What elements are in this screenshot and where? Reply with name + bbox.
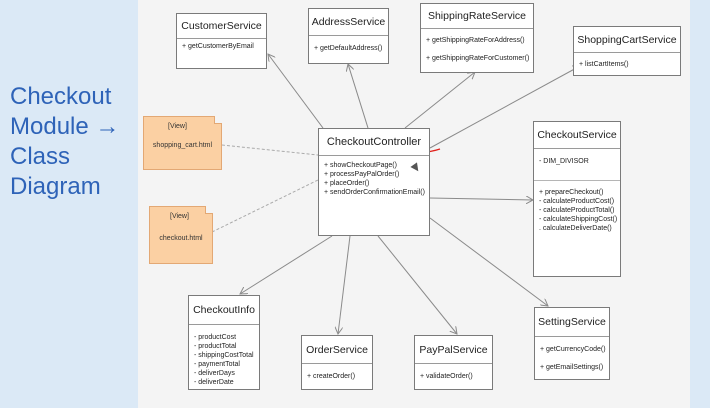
view-shopping-cart[interactable]: [View] shopping_cart.html [143, 116, 222, 170]
class-setting-service[interactable]: SettingService + getCurrencyCode() + get… [534, 307, 610, 380]
link-controller-paypal [377, 235, 457, 334]
link-view-shoppingcart [221, 144, 319, 156]
class-checkout-controller[interactable]: CheckoutController + showCheckoutPage() … [318, 128, 430, 236]
field-item: - DIM_DIVISOR [539, 158, 589, 165]
view-stereotype: [View] [168, 123, 187, 130]
field-item: - deliverDate [194, 379, 234, 386]
link-controller-address [348, 64, 369, 129]
class-name: ShoppingCartService [574, 27, 680, 53]
class-customer-service[interactable]: CustomerService + getCustomerByEmail [176, 13, 267, 69]
method-item: - calculateShippingCost() [539, 216, 618, 223]
link-controller-checkoutservice [429, 198, 533, 200]
link-controller-shippingrate [404, 72, 475, 129]
class-name: OrderService [302, 336, 372, 364]
class-paypal-service[interactable]: PayPalService + validateOrder() [414, 335, 493, 390]
method-item: + getEmailSettings() [540, 364, 604, 371]
method-item: + showCheckoutPage() [324, 162, 397, 169]
method-item: . calculateDeliverDate() [539, 225, 612, 232]
field-item: - paymentTotal [194, 361, 240, 368]
view-name: checkout.html [159, 235, 203, 242]
class-name: AddressService [309, 9, 388, 36]
method-item: + validateOrder() [420, 373, 473, 380]
method-item: + sendOrderConfirmationEmail() [324, 189, 425, 196]
right-edge-strip [690, 0, 710, 408]
method-item: + getShippingRateForCustomer() [426, 55, 530, 62]
method-item: + getShippingRateForAddress() [426, 37, 525, 44]
title-panel [0, 0, 138, 408]
view-stereotype: [View] [170, 213, 189, 220]
link-view-checkout [211, 179, 319, 233]
link-controller-order [338, 235, 351, 334]
class-checkout-service[interactable]: CheckoutService - DIM_DIVISOR + prepareC… [533, 121, 621, 277]
method-item: + processPayPalOrder() [324, 171, 400, 178]
method-item: - calculateProductTotal() [539, 207, 615, 214]
field-item: - productTotal [194, 343, 237, 350]
method-item: + listCartItems() [579, 61, 629, 68]
class-name: CustomerService [177, 14, 266, 39]
view-checkout[interactable]: [View] checkout.html [149, 206, 213, 264]
link-controller-shoppingcart [429, 66, 580, 149]
slide-title: Checkout Module → Class Diagram [10, 83, 120, 200]
view-name: shopping_cart.html [152, 142, 213, 149]
class-address-service[interactable]: AddressService + getDefaultAddress() [308, 8, 389, 64]
field-item: - deliverDays [194, 370, 235, 377]
class-name: CheckoutController [319, 129, 429, 156]
method-item: + prepareCheckout() [539, 189, 604, 196]
method-item: + getDefaultAddress() [314, 45, 383, 52]
link-controller-customer [268, 54, 324, 129]
class-name: SettingService [535, 308, 609, 337]
class-name: PayPalService [415, 336, 492, 364]
class-order-service[interactable]: OrderService + createOrder() [301, 335, 373, 390]
method-item: + placeOrder() [324, 180, 370, 187]
class-name: CheckoutService [534, 122, 620, 149]
class-checkout-info[interactable]: CheckoutInfo - productCost - productTota… [188, 295, 260, 390]
field-item: - shippingCostTotal [194, 352, 254, 359]
class-name: ShippingRateService [421, 4, 533, 29]
class-name: CheckoutInfo [189, 296, 259, 325]
method-item: - calculateProductCost() [539, 198, 615, 205]
link-controller-setting [429, 217, 548, 306]
link-controller-checkoutinfo [240, 235, 333, 294]
method-item: + createOrder() [307, 373, 356, 380]
class-shipping-rate-service[interactable]: ShippingRateService + getShippingRateFor… [420, 3, 534, 73]
field-item: - productCost [194, 334, 237, 341]
class-shopping-cart-service[interactable]: ShoppingCartService + listCartItems() [573, 26, 681, 76]
method-item: + getCurrencyCode() [540, 346, 606, 353]
method-item: + getCustomerByEmail [182, 43, 254, 50]
